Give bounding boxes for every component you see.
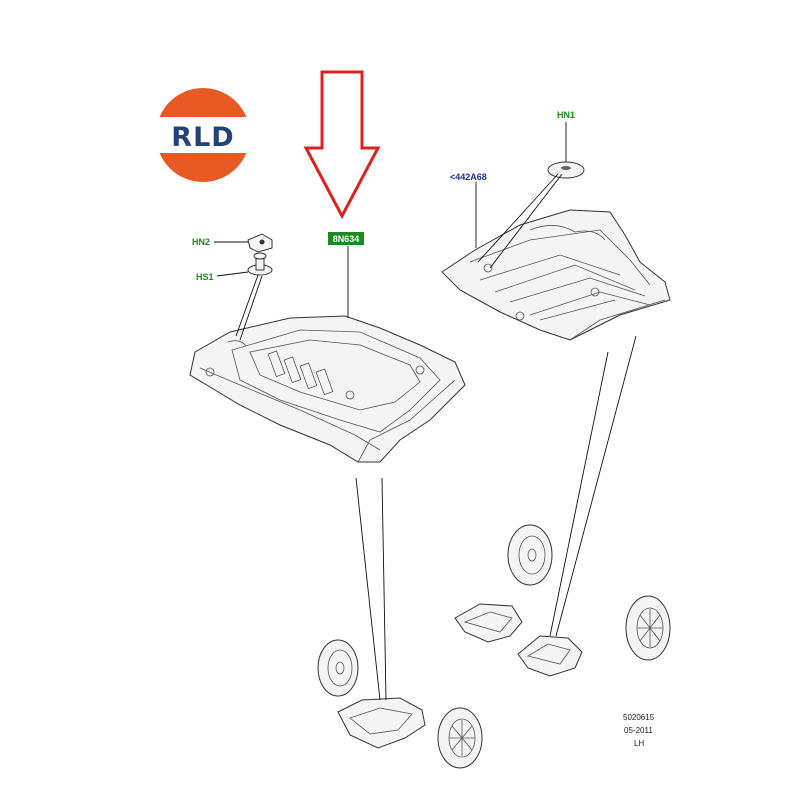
rld-logo: RLD bbox=[152, 88, 254, 182]
logo-text: RLD bbox=[171, 122, 234, 153]
wheel-rear-left-icon bbox=[507, 524, 553, 586]
rear-undertray-panel bbox=[441, 209, 671, 341]
overview-panel-front bbox=[337, 697, 426, 749]
wheel-rear-right-icon bbox=[625, 595, 671, 661]
wheel-front-right-icon bbox=[437, 707, 483, 769]
hn2-clip-nut-icon bbox=[247, 233, 273, 253]
wheel-front-left-icon bbox=[317, 639, 359, 697]
part-ref-label[interactable]: 8N634 bbox=[333, 234, 360, 244]
hs1-screw-icon bbox=[247, 252, 273, 276]
red-down-arrow-icon bbox=[303, 70, 381, 220]
overview-panel-middle bbox=[454, 603, 523, 643]
hs1-label[interactable]: HS1 bbox=[196, 272, 214, 282]
overview-panel-rear bbox=[517, 635, 583, 677]
drawing-code: 5020615 bbox=[623, 713, 655, 722]
drawing-date: 05-2011 bbox=[624, 726, 653, 735]
hn1-washer-icon bbox=[547, 161, 585, 179]
logo-band bbox=[152, 117, 254, 153]
part-ref-highlight bbox=[328, 232, 364, 245]
leader-lines bbox=[214, 122, 637, 701]
drawing-side: LH bbox=[634, 739, 644, 748]
main-undertray-panel bbox=[189, 315, 466, 463]
ref-442a68-label[interactable]: <442A68 bbox=[450, 172, 487, 182]
hn2-label[interactable]: HN2 bbox=[192, 237, 210, 247]
hn1-label[interactable]: HN1 bbox=[557, 110, 575, 120]
